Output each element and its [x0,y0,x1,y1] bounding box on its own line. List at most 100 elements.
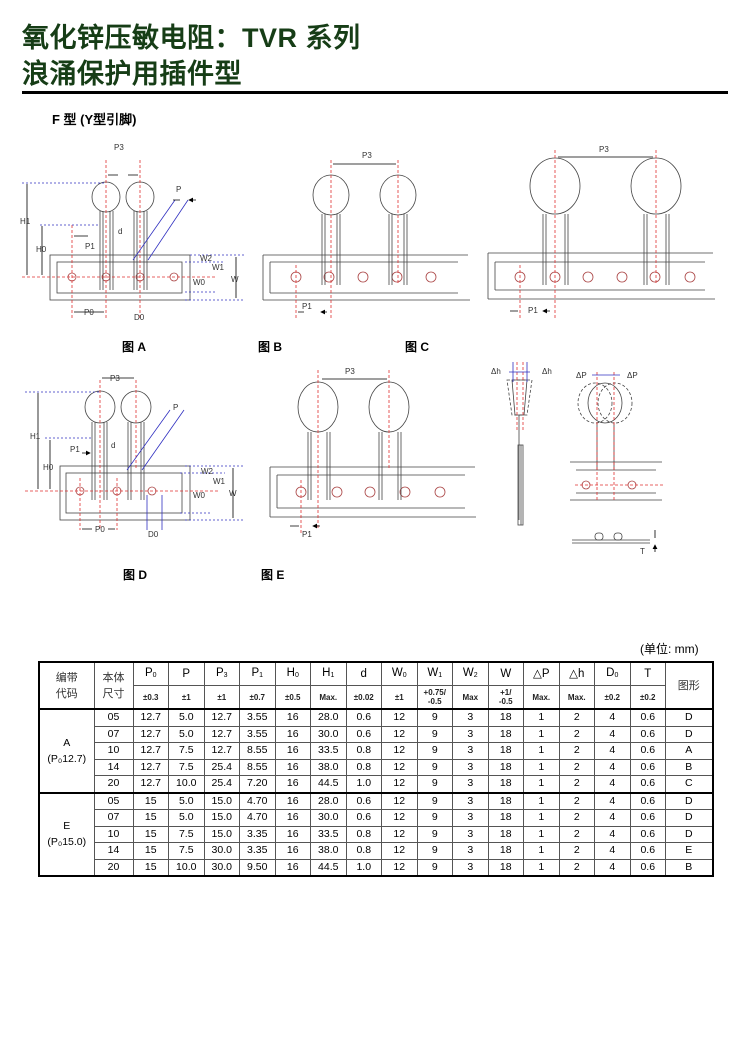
symbol-text: W [427,666,439,679]
table-cell: 0.8 [345,742,382,760]
table-cell: D [665,792,713,810]
dim-delta-h-right: Δh [542,367,552,376]
table-cell: D [665,708,713,727]
symbol-text: W [462,666,474,679]
symbol-text: P [251,666,260,679]
header-symbol: P0 [132,661,169,686]
table-cell: 2 [558,775,595,793]
table-cell: 5.0 [168,809,205,827]
table-cell: 2 [558,725,595,743]
table-cell: 4 [594,775,631,793]
table-cell: 16 [274,742,311,760]
symbol-text: T [644,667,652,680]
table-cell: 0.8 [345,758,382,776]
table-cell: 1.0 [345,775,382,793]
symbol-text: P [144,666,153,679]
table-cell: 12.7 [132,758,169,776]
dim-d0-d: D0 [148,530,159,539]
table-cell: 10.0 [168,858,205,877]
table-cell: 1 [523,775,560,793]
table-cell: 12 [381,842,418,860]
dim-d-a: d [118,227,122,236]
page-subtitle: 浪涌保护用插件型 [22,59,242,89]
table-cell: 18 [487,708,524,727]
header-symbol: T [629,661,666,686]
delta-h-detail-drawing [506,362,533,526]
table-cell: 16 [274,725,311,743]
taping-diagrams: P3 P H1 H0 P1 d W2 W1 W0 W P0 D0 图 A P3 … [20,143,715,582]
table-cell: 0.6 [629,792,666,810]
dim-delta-h-left: Δh [491,367,501,376]
table-cell: 9 [416,708,453,727]
header-tolerance: Max [452,685,489,710]
table-cell: 9 [416,725,453,743]
header-figure: 图形 [665,661,713,710]
table-cell: 9 [416,825,453,843]
table-cell: 38.0 [310,842,347,860]
figure-a-label: 图 A [122,340,146,354]
header-tolerance: +1/ -0.5 [487,685,524,710]
symbol-text: W [500,667,512,680]
symbol-subscript: 1 [438,671,443,679]
header-tolerance: ±0.7 [239,685,276,710]
symbol-text: D [606,666,615,679]
unit-note: (单位: mm) [640,642,699,656]
table-cell: 15.0 [203,825,240,843]
table-cell: 0.6 [345,725,382,743]
section-label: F 型 (Y型引脚) [52,112,137,127]
table-cell: 15 [132,842,169,860]
table-cell: 12 [381,725,418,743]
table-cell: 16 [274,775,311,793]
table-cell: 1.0 [345,858,382,877]
table-cell: 12 [381,775,418,793]
header-symbol: W [487,661,524,686]
table-cell: 38.0 [310,758,347,776]
table-cell: 16 [274,809,311,827]
table-cell: 2 [558,809,595,827]
table-cell: 0.6 [629,825,666,843]
table-cell: 05 [93,708,134,727]
figure-e-drawing [269,370,476,535]
table-cell: 12 [381,792,418,810]
table-cell: 9 [416,792,453,810]
symbol-text: △h [569,667,585,680]
header-symbol: △h [558,661,595,686]
table-cell: 18 [487,809,524,827]
figure-e-label: 图 E [261,568,284,582]
table-cell: 2 [558,842,595,860]
table-cell: 12.7 [203,725,240,743]
table-cell: 12.7 [203,742,240,760]
table-cell: B [665,758,713,776]
figure-c-drawing [487,150,715,320]
header-tolerance: ±1 [381,685,418,710]
table-cell: 44.5 [310,775,347,793]
table-cell: 7.5 [168,742,205,760]
table-cell: 20 [93,775,134,793]
dim-p3-e: P3 [345,367,355,376]
table-cell: 2 [558,858,595,877]
table-cell: 8.55 [239,742,276,760]
table-cell: 18 [487,742,524,760]
dim-t: T [640,547,645,556]
table-cell: 5.0 [168,725,205,743]
table-cell: C [665,775,713,793]
dim-p3-d: P3 [110,374,120,383]
dim-h1-a: H1 [20,217,31,226]
table-cell: D [665,825,713,843]
table-cell: 18 [487,858,524,877]
table-cell: 30.0 [203,858,240,877]
figure-d-drawing [25,377,245,530]
table-cell: 3.55 [239,725,276,743]
table-cell: 2 [558,758,595,776]
symbol-subscript: 0 [614,671,619,679]
title-divider [22,91,728,94]
table-cell: 1 [523,742,560,760]
